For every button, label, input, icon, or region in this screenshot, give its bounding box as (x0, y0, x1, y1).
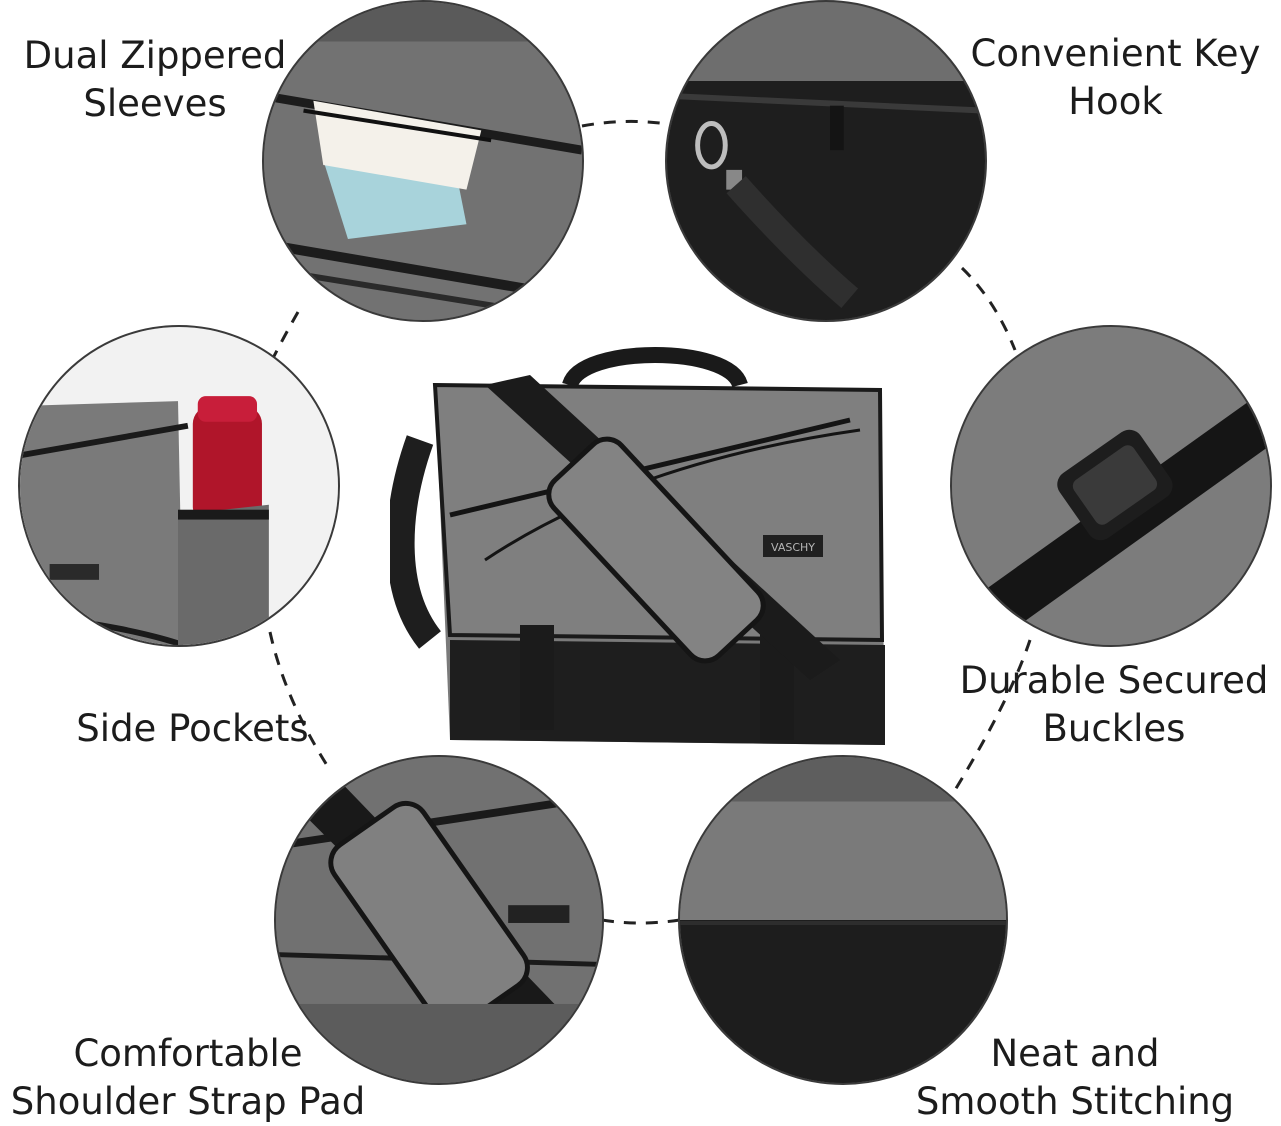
feature-label-line: Comfortable (73, 1032, 303, 1075)
key-hook-detail-image (665, 0, 987, 322)
stitching-detail-image (678, 755, 1008, 1085)
feature-label-durable-secured-buckles: Durable Secured Buckles (955, 657, 1273, 753)
brand-label: VASCHY (771, 541, 815, 554)
feature-label-line: Neat and (990, 1032, 1160, 1075)
feature-label-line: Side Pockets (76, 707, 309, 750)
messenger-bag-hero-image: VASCHY (390, 340, 910, 760)
feature-label-line: Smooth Stitching (915, 1080, 1235, 1123)
feature-label-neat-and-smooth-stitching: Neat and Smooth Stitching (910, 1030, 1240, 1126)
buckle-detail-image (950, 325, 1272, 647)
feature-label-line: Buckles (1042, 707, 1186, 750)
feature-label-convenient-key-hook: Convenient Key Hook (968, 30, 1263, 126)
feature-label-line: Durable Secured (959, 659, 1269, 702)
feature-label-line: Shoulder Strap Pad (10, 1080, 366, 1123)
feature-label-dual-zippered-sleeves: Dual Zippered Sleeves (20, 32, 290, 128)
feature-label-line: Sleeves (83, 82, 227, 125)
side-pocket-detail-image (18, 325, 340, 647)
feature-label-line: Dual Zippered (23, 34, 287, 77)
feature-label-line: Hook (1068, 80, 1163, 123)
feature-label-comfortable-shoulder-strap-pad: Comfortable Shoulder Strap Pad (8, 1030, 368, 1126)
feature-label-line: Convenient Key (970, 32, 1261, 75)
feature-label-side-pockets: Side Pockets (70, 705, 315, 753)
strap-pad-detail-image (274, 755, 604, 1085)
zippered-sleeves-detail-image (262, 0, 584, 322)
